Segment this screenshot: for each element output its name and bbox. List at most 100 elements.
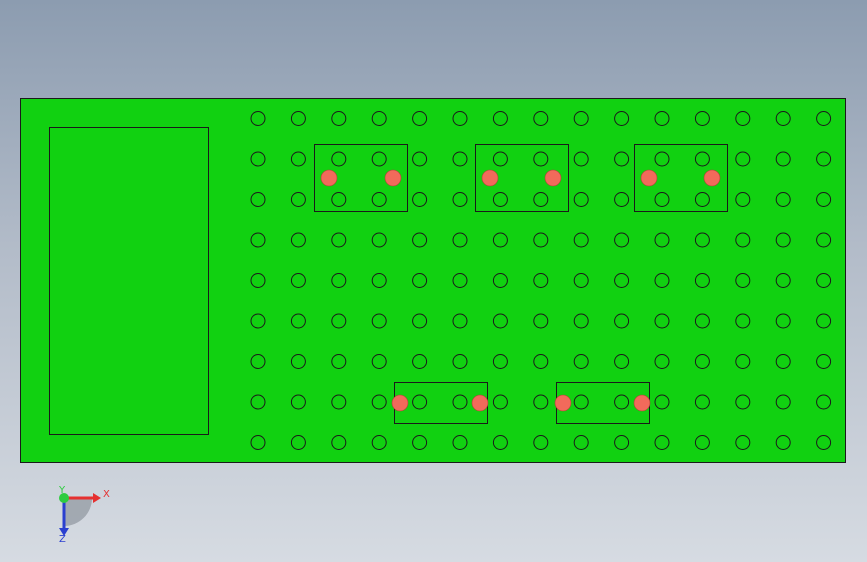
mounting-hole[interactable] bbox=[735, 273, 751, 288]
mounting-hole[interactable] bbox=[492, 192, 508, 207]
mounting-hole[interactable] bbox=[775, 232, 791, 248]
mounting-hole[interactable] bbox=[492, 354, 508, 369]
mounting-hole[interactable] bbox=[331, 273, 347, 288]
mounting-hole[interactable] bbox=[775, 151, 791, 167]
mounting-hole[interactable] bbox=[573, 111, 589, 126]
mounting-hole[interactable] bbox=[654, 394, 670, 410]
mounting-hole[interactable] bbox=[492, 313, 508, 329]
mounting-hole[interactable] bbox=[533, 232, 549, 248]
mounting-hole[interactable] bbox=[250, 192, 266, 207]
mounting-hole[interactable] bbox=[694, 354, 710, 369]
mounting-hole[interactable] bbox=[614, 232, 630, 248]
mounting-hole[interactable] bbox=[412, 232, 428, 248]
mounting-hole[interactable] bbox=[614, 354, 630, 369]
mounting-hole[interactable] bbox=[331, 151, 347, 167]
rectangular-pocket[interactable] bbox=[49, 127, 209, 435]
mounting-hole[interactable] bbox=[654, 192, 670, 207]
mounting-hole[interactable] bbox=[290, 394, 306, 410]
mounting-hole[interactable] bbox=[331, 435, 347, 450]
mounting-hole[interactable] bbox=[573, 151, 589, 167]
mounting-hole[interactable] bbox=[775, 192, 791, 207]
mounting-hole[interactable] bbox=[250, 394, 266, 410]
fixture-block-top-2[interactable] bbox=[475, 144, 569, 212]
mounting-hole[interactable] bbox=[331, 192, 347, 207]
dowel-pin[interactable] bbox=[471, 394, 489, 412]
mounting-hole[interactable] bbox=[250, 273, 266, 288]
mounting-hole[interactable] bbox=[290, 273, 306, 288]
mounting-hole[interactable] bbox=[654, 354, 670, 369]
mounting-hole[interactable] bbox=[412, 435, 428, 450]
mounting-hole[interactable] bbox=[614, 151, 630, 167]
mounting-hole[interactable] bbox=[533, 435, 549, 450]
mounting-hole[interactable] bbox=[735, 354, 751, 369]
mounting-hole[interactable] bbox=[412, 192, 428, 207]
mounting-hole[interactable] bbox=[250, 354, 266, 369]
mounting-hole[interactable] bbox=[533, 151, 549, 167]
dowel-pin[interactable] bbox=[640, 169, 658, 187]
mounting-hole[interactable] bbox=[452, 232, 468, 248]
mounting-hole[interactable] bbox=[816, 435, 832, 450]
mounting-hole[interactable] bbox=[654, 111, 670, 126]
mounting-hole[interactable] bbox=[614, 313, 630, 329]
dowel-pin[interactable] bbox=[633, 394, 651, 412]
mounting-hole[interactable] bbox=[371, 232, 387, 248]
mounting-hole[interactable] bbox=[250, 151, 266, 167]
mounting-hole[interactable] bbox=[816, 313, 832, 329]
mounting-hole[interactable] bbox=[533, 273, 549, 288]
mounting-hole[interactable] bbox=[371, 394, 387, 410]
mounting-hole[interactable] bbox=[290, 151, 306, 167]
mounting-hole[interactable] bbox=[533, 313, 549, 329]
mounting-hole[interactable] bbox=[331, 232, 347, 248]
mounting-hole[interactable] bbox=[735, 394, 751, 410]
mounting-hole[interactable] bbox=[816, 394, 832, 410]
mounting-hole[interactable] bbox=[614, 394, 630, 410]
mounting-hole[interactable] bbox=[331, 313, 347, 329]
mounting-hole[interactable] bbox=[654, 232, 670, 248]
dowel-pin[interactable] bbox=[554, 394, 572, 412]
mounting-hole[interactable] bbox=[452, 435, 468, 450]
mounting-hole[interactable] bbox=[735, 151, 751, 167]
mounting-hole[interactable] bbox=[694, 435, 710, 450]
mounting-hole[interactable] bbox=[290, 111, 306, 126]
mounting-hole[interactable] bbox=[371, 111, 387, 126]
mounting-hole[interactable] bbox=[290, 354, 306, 369]
base-plate[interactable] bbox=[20, 98, 846, 463]
fixture-block-top-3[interactable] bbox=[634, 144, 728, 212]
mounting-hole[interactable] bbox=[816, 192, 832, 207]
mounting-hole[interactable] bbox=[775, 273, 791, 288]
mounting-hole[interactable] bbox=[250, 313, 266, 329]
mounting-hole[interactable] bbox=[775, 354, 791, 369]
mounting-hole[interactable] bbox=[452, 394, 468, 410]
mounting-hole[interactable] bbox=[694, 394, 710, 410]
mounting-hole[interactable] bbox=[775, 111, 791, 126]
mounting-hole[interactable] bbox=[694, 111, 710, 126]
mounting-hole[interactable] bbox=[331, 354, 347, 369]
mounting-hole[interactable] bbox=[533, 111, 549, 126]
mounting-hole[interactable] bbox=[250, 435, 266, 450]
mounting-hole[interactable] bbox=[371, 354, 387, 369]
mounting-hole[interactable] bbox=[816, 354, 832, 369]
mounting-hole[interactable] bbox=[412, 273, 428, 288]
mounting-hole[interactable] bbox=[573, 192, 589, 207]
mounting-hole[interactable] bbox=[492, 111, 508, 126]
mounting-hole[interactable] bbox=[371, 313, 387, 329]
mounting-hole[interactable] bbox=[816, 273, 832, 288]
mounting-hole[interactable] bbox=[492, 435, 508, 450]
mounting-hole[interactable] bbox=[694, 273, 710, 288]
mounting-hole[interactable] bbox=[735, 192, 751, 207]
mounting-hole[interactable] bbox=[371, 192, 387, 207]
mounting-hole[interactable] bbox=[614, 192, 630, 207]
mounting-hole[interactable] bbox=[775, 394, 791, 410]
dowel-pin[interactable] bbox=[481, 169, 499, 187]
mounting-hole[interactable] bbox=[290, 192, 306, 207]
mounting-hole[interactable] bbox=[452, 111, 468, 126]
mounting-hole[interactable] bbox=[614, 435, 630, 450]
mounting-hole[interactable] bbox=[331, 394, 347, 410]
mounting-hole[interactable] bbox=[452, 151, 468, 167]
mounting-hole[interactable] bbox=[533, 394, 549, 410]
mounting-hole[interactable] bbox=[452, 273, 468, 288]
mounting-hole[interactable] bbox=[412, 151, 428, 167]
mounting-hole[interactable] bbox=[533, 192, 549, 207]
mounting-hole[interactable] bbox=[412, 354, 428, 369]
mounting-hole[interactable] bbox=[573, 354, 589, 369]
